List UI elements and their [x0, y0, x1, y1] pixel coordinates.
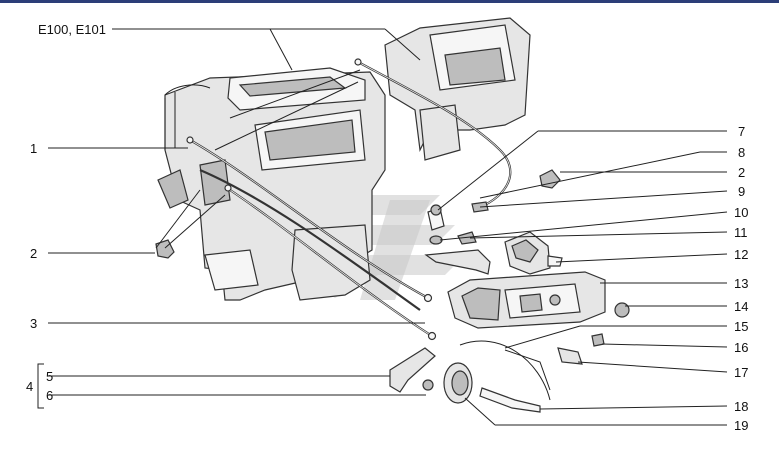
callout-14: 14: [734, 299, 748, 314]
callout-13: 13: [734, 276, 748, 291]
control-panel: [447, 271, 606, 329]
callout-15: 15: [734, 319, 748, 334]
callout-labels: E100, E101 1 2 3 4 5 6 7 8 2 9 10 11 12 …: [26, 22, 748, 433]
callout-2-left: 2: [30, 246, 37, 261]
callout-9: 9: [738, 184, 745, 199]
callout-2-right: 2: [738, 165, 745, 180]
callout-18: 18: [734, 399, 748, 414]
heater-housing: [157, 67, 386, 301]
distributor-housing: [384, 17, 531, 161]
callout-7: 7: [738, 124, 745, 139]
leader-lines: [37, 28, 728, 426]
callout-8: 8: [738, 145, 745, 160]
clip-right: [539, 169, 561, 189]
small-parts-right: [424, 201, 563, 275]
callout-3: 3: [30, 316, 37, 331]
callout-17: 17: [734, 365, 748, 380]
callout-16: 16: [734, 340, 748, 355]
callout-11: 11: [734, 225, 748, 240]
callout-12: 12: [734, 247, 748, 262]
callout-10: 10: [734, 205, 748, 220]
callout-e100-e101: E100, E101: [38, 22, 106, 37]
callout-19: 19: [734, 418, 748, 433]
lever-and-knob: [389, 340, 551, 413]
callout-1: 1: [30, 141, 37, 156]
callout-6: 6: [46, 388, 53, 403]
callout-5: 5: [46, 369, 53, 384]
knob-and-switch: [504, 302, 630, 391]
top-rule: [0, 0, 779, 3]
control-cables: [186, 58, 512, 341]
callout-4: 4: [26, 379, 33, 394]
